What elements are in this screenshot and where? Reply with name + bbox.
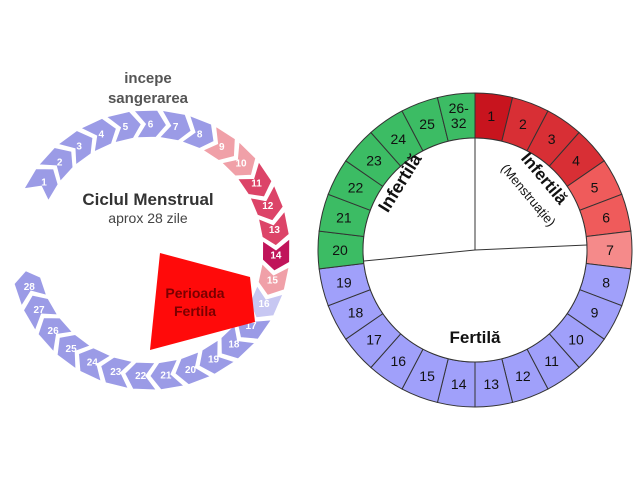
day-chevron-24 xyxy=(78,347,112,382)
segment-label-25: 25 xyxy=(419,116,435,132)
segment-label-4: 4 xyxy=(572,153,580,169)
segment-label-16: 16 xyxy=(391,353,407,369)
day-label-19: 19 xyxy=(208,354,220,365)
day-label-16: 16 xyxy=(258,299,270,310)
segment-label-21: 21 xyxy=(336,210,352,226)
day-chevron-15 xyxy=(257,262,290,296)
day-label-27: 27 xyxy=(33,305,45,316)
day-chevron-22 xyxy=(124,361,157,391)
day-label-7: 7 xyxy=(173,122,179,133)
day-label-6: 6 xyxy=(148,120,154,131)
day-chevron-19 xyxy=(198,339,236,375)
day-chevron-26 xyxy=(37,317,73,353)
day-chevron-23 xyxy=(100,356,134,389)
day-label-10: 10 xyxy=(235,158,247,169)
day-chevron-5 xyxy=(105,111,142,144)
segment-label-8: 8 xyxy=(602,274,610,290)
segment-label-15: 15 xyxy=(419,368,435,384)
day-chevron-20 xyxy=(174,351,212,386)
fertile-label-line1: Perioada xyxy=(165,285,224,301)
segment-label-26: 26-32 xyxy=(449,100,470,131)
segment-label-23: 23 xyxy=(366,153,382,169)
day-label-13: 13 xyxy=(269,225,281,236)
day-label-1: 1 xyxy=(41,177,47,188)
day-label-11: 11 xyxy=(251,178,262,189)
segment-label-18: 18 xyxy=(348,305,364,321)
day-chevron-13 xyxy=(258,210,290,247)
segment-label-6: 6 xyxy=(602,210,610,226)
day-chevron-14 xyxy=(262,238,291,272)
day-label-20: 20 xyxy=(185,365,197,376)
day-chevron-1 xyxy=(23,168,59,202)
day-label-28: 28 xyxy=(24,282,36,293)
segment-label-24: 24 xyxy=(391,131,407,147)
day-chevron-4 xyxy=(80,117,117,153)
segment-label-17: 17 xyxy=(366,332,382,348)
day-label-2: 2 xyxy=(57,158,63,169)
day-chevron-12 xyxy=(249,184,284,222)
day-chevron-9 xyxy=(202,125,236,161)
day-label-22: 22 xyxy=(135,371,147,382)
cycle-title: Ciclul Menstrual xyxy=(82,190,213,209)
day-chevron-28 xyxy=(13,270,48,307)
day-chevron-2 xyxy=(38,147,74,183)
day-label-14: 14 xyxy=(270,250,282,261)
day-chevron-27 xyxy=(23,294,59,332)
cycle-subtitle: aprox 28 zile xyxy=(108,210,188,226)
segment-label-5: 5 xyxy=(591,179,599,195)
segment-label-22: 22 xyxy=(348,179,364,195)
segment-label-13: 13 xyxy=(484,376,500,392)
segment-label-7: 7 xyxy=(606,242,614,258)
day-label-12: 12 xyxy=(262,201,274,212)
day-chevron-25 xyxy=(56,334,91,370)
day-chevron-8 xyxy=(181,115,215,149)
day-label-4: 4 xyxy=(99,129,105,140)
divider-left xyxy=(363,249,476,262)
start-label-line1: incepe xyxy=(124,70,172,87)
day-chevron-3 xyxy=(57,130,94,166)
segment-label-19: 19 xyxy=(336,274,352,290)
segment-label-2: 2 xyxy=(519,116,527,132)
fertile-period-wedge xyxy=(150,253,255,350)
day-chevron-10 xyxy=(221,141,257,177)
segment-label-3: 3 xyxy=(548,131,556,147)
start-label-line2: sangerarea xyxy=(108,90,189,107)
day-label-26: 26 xyxy=(48,326,60,337)
segment-label-1: 1 xyxy=(487,108,495,124)
day-label-5: 5 xyxy=(123,122,129,133)
day-label-8: 8 xyxy=(197,130,203,141)
day-chevron-18 xyxy=(220,324,256,360)
day-chevron-11 xyxy=(237,160,273,198)
segment-label-20: 20 xyxy=(332,242,348,258)
segment-label-12: 12 xyxy=(515,368,531,384)
day-label-18: 18 xyxy=(228,340,240,351)
divider-right xyxy=(474,244,588,251)
day-label-17: 17 xyxy=(245,321,257,332)
segment-label-10: 10 xyxy=(568,332,584,348)
day-label-9: 9 xyxy=(219,142,225,153)
segment-label-9: 9 xyxy=(591,305,599,321)
segment-label-14: 14 xyxy=(451,376,467,392)
day-label-15: 15 xyxy=(267,275,279,286)
day-chevron-21 xyxy=(149,359,185,391)
day-label-23: 23 xyxy=(110,367,122,378)
fertile-label: Fertilă xyxy=(449,328,501,347)
day-label-25: 25 xyxy=(66,344,78,355)
day-label-21: 21 xyxy=(160,371,172,382)
day-label-24: 24 xyxy=(87,358,99,369)
fertile-label-line2: Fertila xyxy=(174,303,216,319)
day-chevron-7 xyxy=(158,109,192,142)
day-label-3: 3 xyxy=(76,141,82,152)
segment-label-11: 11 xyxy=(544,353,559,369)
day-chevron-6 xyxy=(133,109,167,139)
